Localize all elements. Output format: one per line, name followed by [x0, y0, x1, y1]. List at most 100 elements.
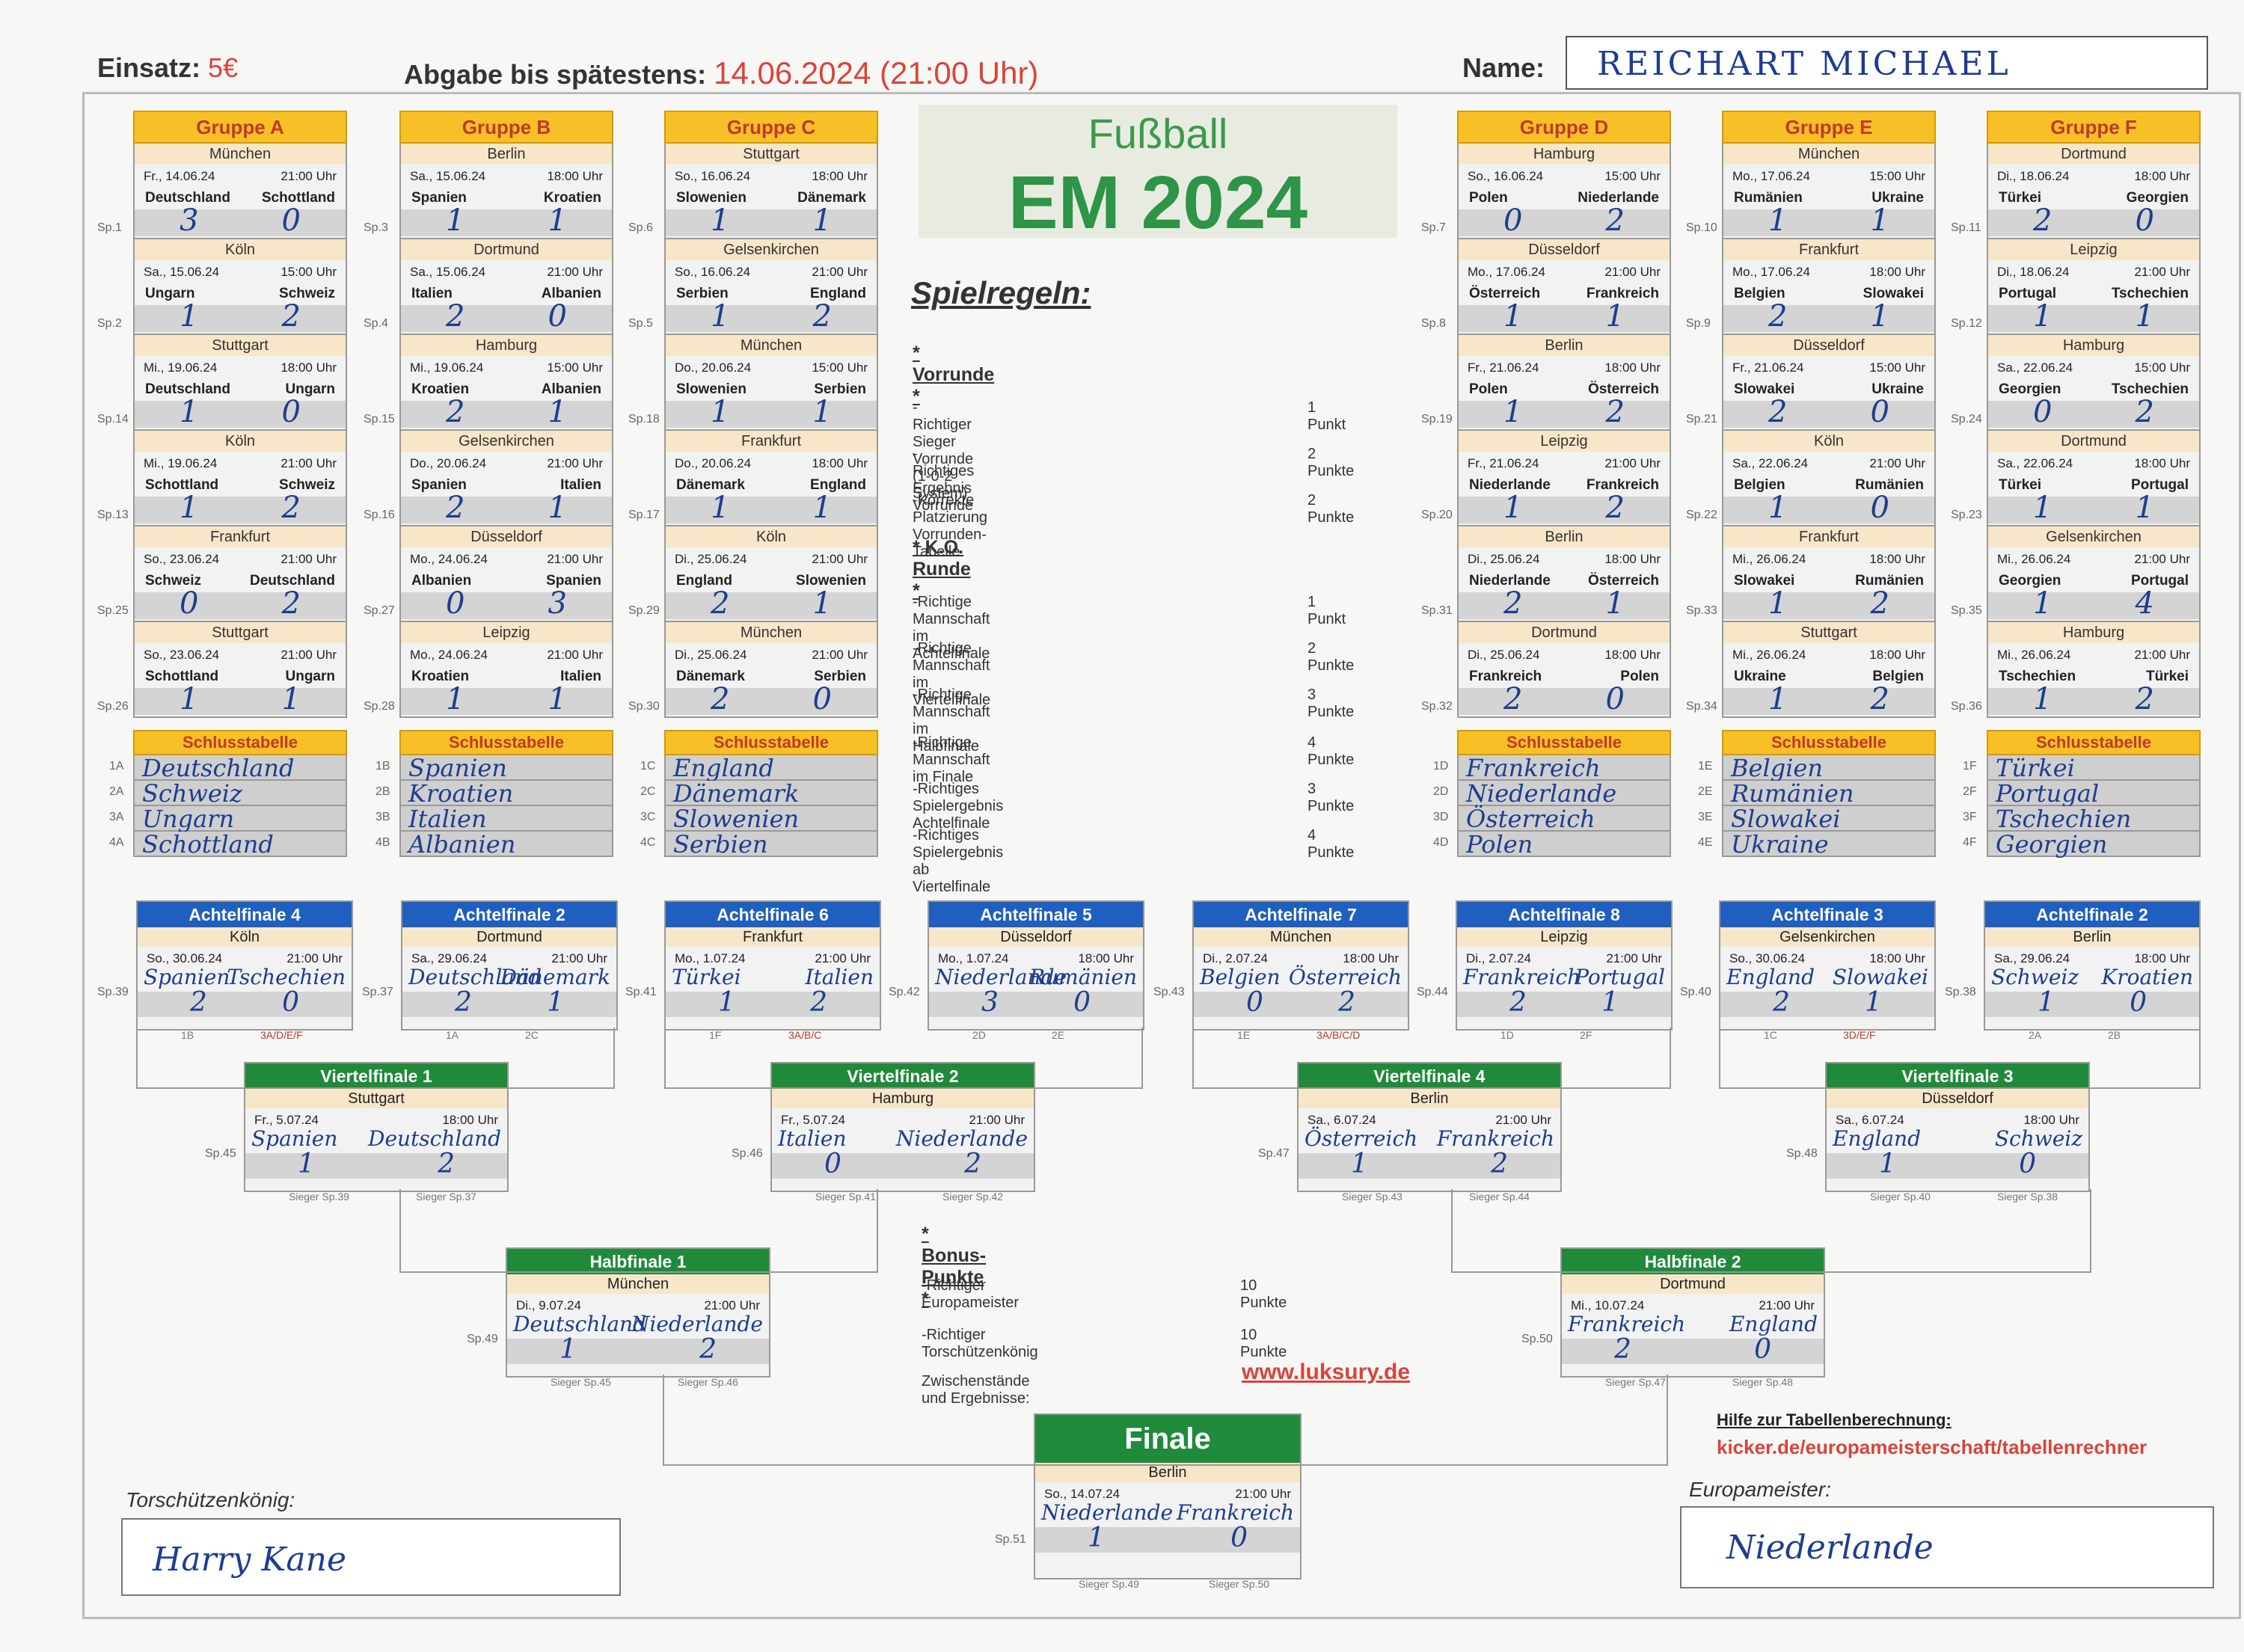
name-label: Name: — [1462, 52, 1545, 83]
ko-date: Mo., 1.07.24 — [675, 951, 746, 965]
table-team: Ukraine — [1731, 830, 1829, 859]
einsatz-label: Einsatz: — [97, 52, 201, 83]
name-field[interactable]: REICHART MICHAEL — [1566, 36, 2208, 90]
ko-source-2: 3A/D/E/F — [260, 1029, 303, 1041]
match-number: Sp.17 — [628, 509, 660, 521]
away-score: 0 — [2135, 203, 2154, 238]
away-score: 4 — [2135, 586, 2154, 621]
ko-title: Viertelfinale 2 — [772, 1063, 1034, 1089]
match-date: Do., 20.06.24 — [675, 360, 752, 375]
help-link[interactable]: kicker.de/europameisterschaft/tabellenre… — [1717, 1436, 2148, 1458]
group-title: Gruppe C — [664, 111, 878, 144]
match-date: Mo., 17.06.24 — [1732, 169, 1810, 183]
home-team: Portugal — [1999, 286, 2057, 301]
ko-time: 18:00 Uhr — [442, 1113, 498, 1127]
home-score: 1 — [711, 203, 730, 238]
europameister-field[interactable]: Niederlande — [1680, 1506, 2214, 1588]
ko-source-2: 3A/B/C/D — [1316, 1029, 1361, 1041]
home-score: 1 — [446, 682, 465, 716]
torschuetze-field[interactable]: Harry Kane — [121, 1518, 621, 1596]
table-team: Spanien — [408, 754, 507, 782]
luksury-link[interactable]: www.luksury.de — [1242, 1360, 1411, 1384]
ko-date: Di., 2.07.24 — [1203, 951, 1268, 965]
